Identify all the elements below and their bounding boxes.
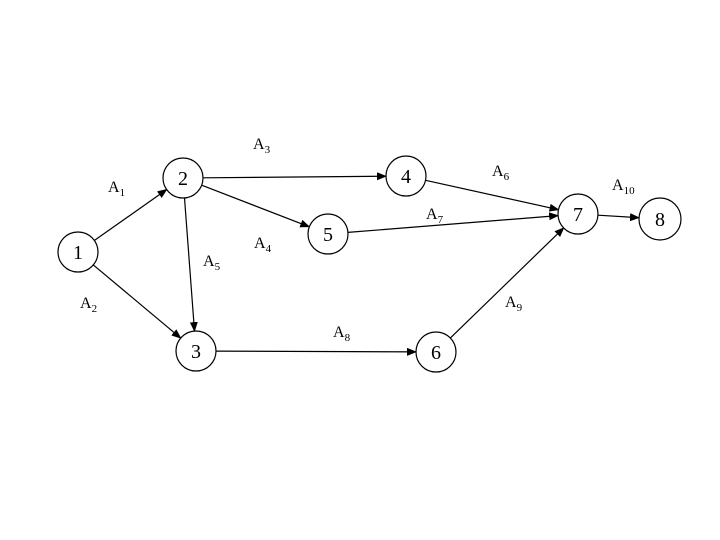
edge-label-subscript: 4 (266, 243, 272, 255)
edge-label-a6: A6 (492, 163, 510, 183)
node-4: 4 (385, 155, 427, 197)
edge-arrow-6-7 (449, 227, 565, 339)
node-5: 5 (307, 213, 349, 255)
edge-label-letter: A (254, 235, 266, 252)
edge-label-subscript: 10 (624, 185, 636, 197)
edge-label-letter: A (108, 179, 120, 196)
edge-label-letter: A (612, 177, 624, 194)
node-6: 6 (415, 331, 457, 373)
edge-label-a4: A4 (254, 235, 272, 255)
edge-arrow-2-3 (183, 197, 198, 333)
edge-label-letter: A (333, 324, 345, 341)
node-circle (385, 155, 427, 197)
edge-arrow-3-6 (215, 347, 417, 356)
edge-label-a1: A1 (108, 179, 125, 199)
edge-label-letter: A (80, 295, 92, 312)
node-label: 3 (191, 341, 201, 363)
node-label: 8 (655, 209, 665, 231)
node-label: 4 (401, 166, 411, 188)
node-7: 7 (557, 193, 599, 235)
edge-label-a9: A9 (505, 294, 523, 314)
edge-arrow-2-4 (202, 172, 387, 181)
edge-label-letter: A (253, 136, 265, 153)
node-circle (162, 157, 204, 199)
edge-label-a3: A3 (253, 136, 271, 156)
node-label: 7 (573, 204, 583, 226)
edge-label-a2: A2 (80, 295, 97, 315)
edge-label-subscript: 3 (265, 144, 271, 156)
edge-label-subscript: 2 (92, 303, 98, 315)
edge-label-subscript: 7 (438, 214, 444, 226)
node-circle (307, 213, 349, 255)
edge-label-a5: A5 (203, 253, 221, 273)
node-8: 8 (638, 197, 682, 241)
edges-layer (92, 172, 640, 356)
edge-arrow-1-2 (93, 188, 168, 241)
node-circle (415, 331, 457, 373)
edge-arrow-7-8 (597, 213, 640, 222)
node-label: 1 (73, 242, 83, 264)
edge-label-subscript: 8 (345, 332, 351, 344)
node-2: 2 (162, 157, 204, 199)
edge-arrow-2-5 (201, 184, 311, 228)
node-label: 5 (323, 224, 333, 246)
edge-label-letter: A (203, 253, 215, 270)
nodes-layer: 1 2 3 4 5 6 7 8 (57, 155, 682, 373)
edge-label-subscript: 9 (517, 302, 523, 314)
edge-arrow-4-7 (425, 179, 560, 212)
edge-label-subscript: 6 (504, 171, 510, 183)
node-circle (638, 197, 682, 241)
edge-label-letter: A (492, 163, 504, 180)
node-3: 3 (175, 330, 217, 372)
edge-label-a7: A7 (426, 206, 444, 226)
node-label: 2 (178, 168, 188, 190)
edge-label-subscript: 5 (215, 261, 221, 273)
node-circle (175, 330, 217, 372)
edge-arrow-5-7 (347, 212, 560, 233)
edge-label-letter: A (505, 294, 517, 311)
edge-label-a10: A10 (612, 177, 635, 197)
node-circle (57, 231, 99, 273)
edge-label-letter: A (426, 206, 438, 223)
node-label: 6 (431, 342, 441, 364)
edge-label-a8: A8 (333, 324, 351, 344)
node-circle (557, 193, 599, 235)
edge-arrow-1-3 (92, 264, 182, 339)
edge-label-subscript: 1 (120, 187, 126, 199)
node-1: 1 (57, 231, 99, 273)
